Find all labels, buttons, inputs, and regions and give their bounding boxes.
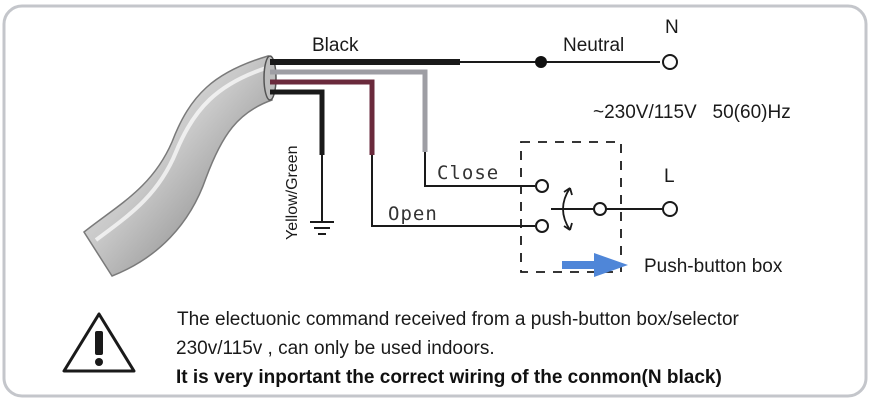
warning-line-1: The electuonic command received from a p…	[177, 309, 739, 330]
label-neutral: Neutral	[563, 35, 625, 56]
label-supply: ~230V/115V 50(60)Hz	[593, 102, 791, 123]
wire-grey	[270, 69, 428, 152]
wire-brown	[270, 79, 375, 155]
label-black: Black	[312, 35, 359, 56]
contact-common	[593, 202, 607, 216]
cable-end	[263, 55, 277, 101]
wire-close-line	[424, 152, 535, 187]
label-earth: Yellow/Green	[284, 145, 301, 240]
label-terminal-l: L	[664, 166, 675, 187]
warning-line-2: 230v/115v , can only be used indoors.	[176, 338, 495, 359]
terminal-l	[662, 201, 678, 217]
label-close: Close	[437, 162, 500, 184]
warning-triangle-icon	[62, 312, 136, 373]
neutral-junction-dot	[535, 56, 547, 68]
terminal-n	[662, 54, 678, 70]
label-pushbutton-box: Push-button box	[644, 256, 783, 277]
switch-arc	[562, 187, 571, 231]
earth-ground-icon	[310, 221, 334, 235]
cable-sheath-highlight	[94, 66, 267, 242]
warning-line-3: It is very inportant the correct wiring …	[176, 367, 722, 388]
cable-sheath	[83, 55, 273, 277]
diagram-border	[2, 4, 868, 398]
pushbutton-box-outline	[520, 141, 622, 273]
contact-close	[535, 179, 549, 193]
label-open: Open	[388, 203, 438, 225]
wire-open-line	[371, 155, 535, 227]
switch-arrow-up	[563, 187, 573, 196]
blue-arrow-icon	[562, 253, 628, 277]
contact-open	[535, 219, 549, 233]
wire-earth	[270, 89, 325, 155]
switch-arrow-down	[563, 222, 573, 231]
label-terminal-n: N	[665, 17, 679, 38]
